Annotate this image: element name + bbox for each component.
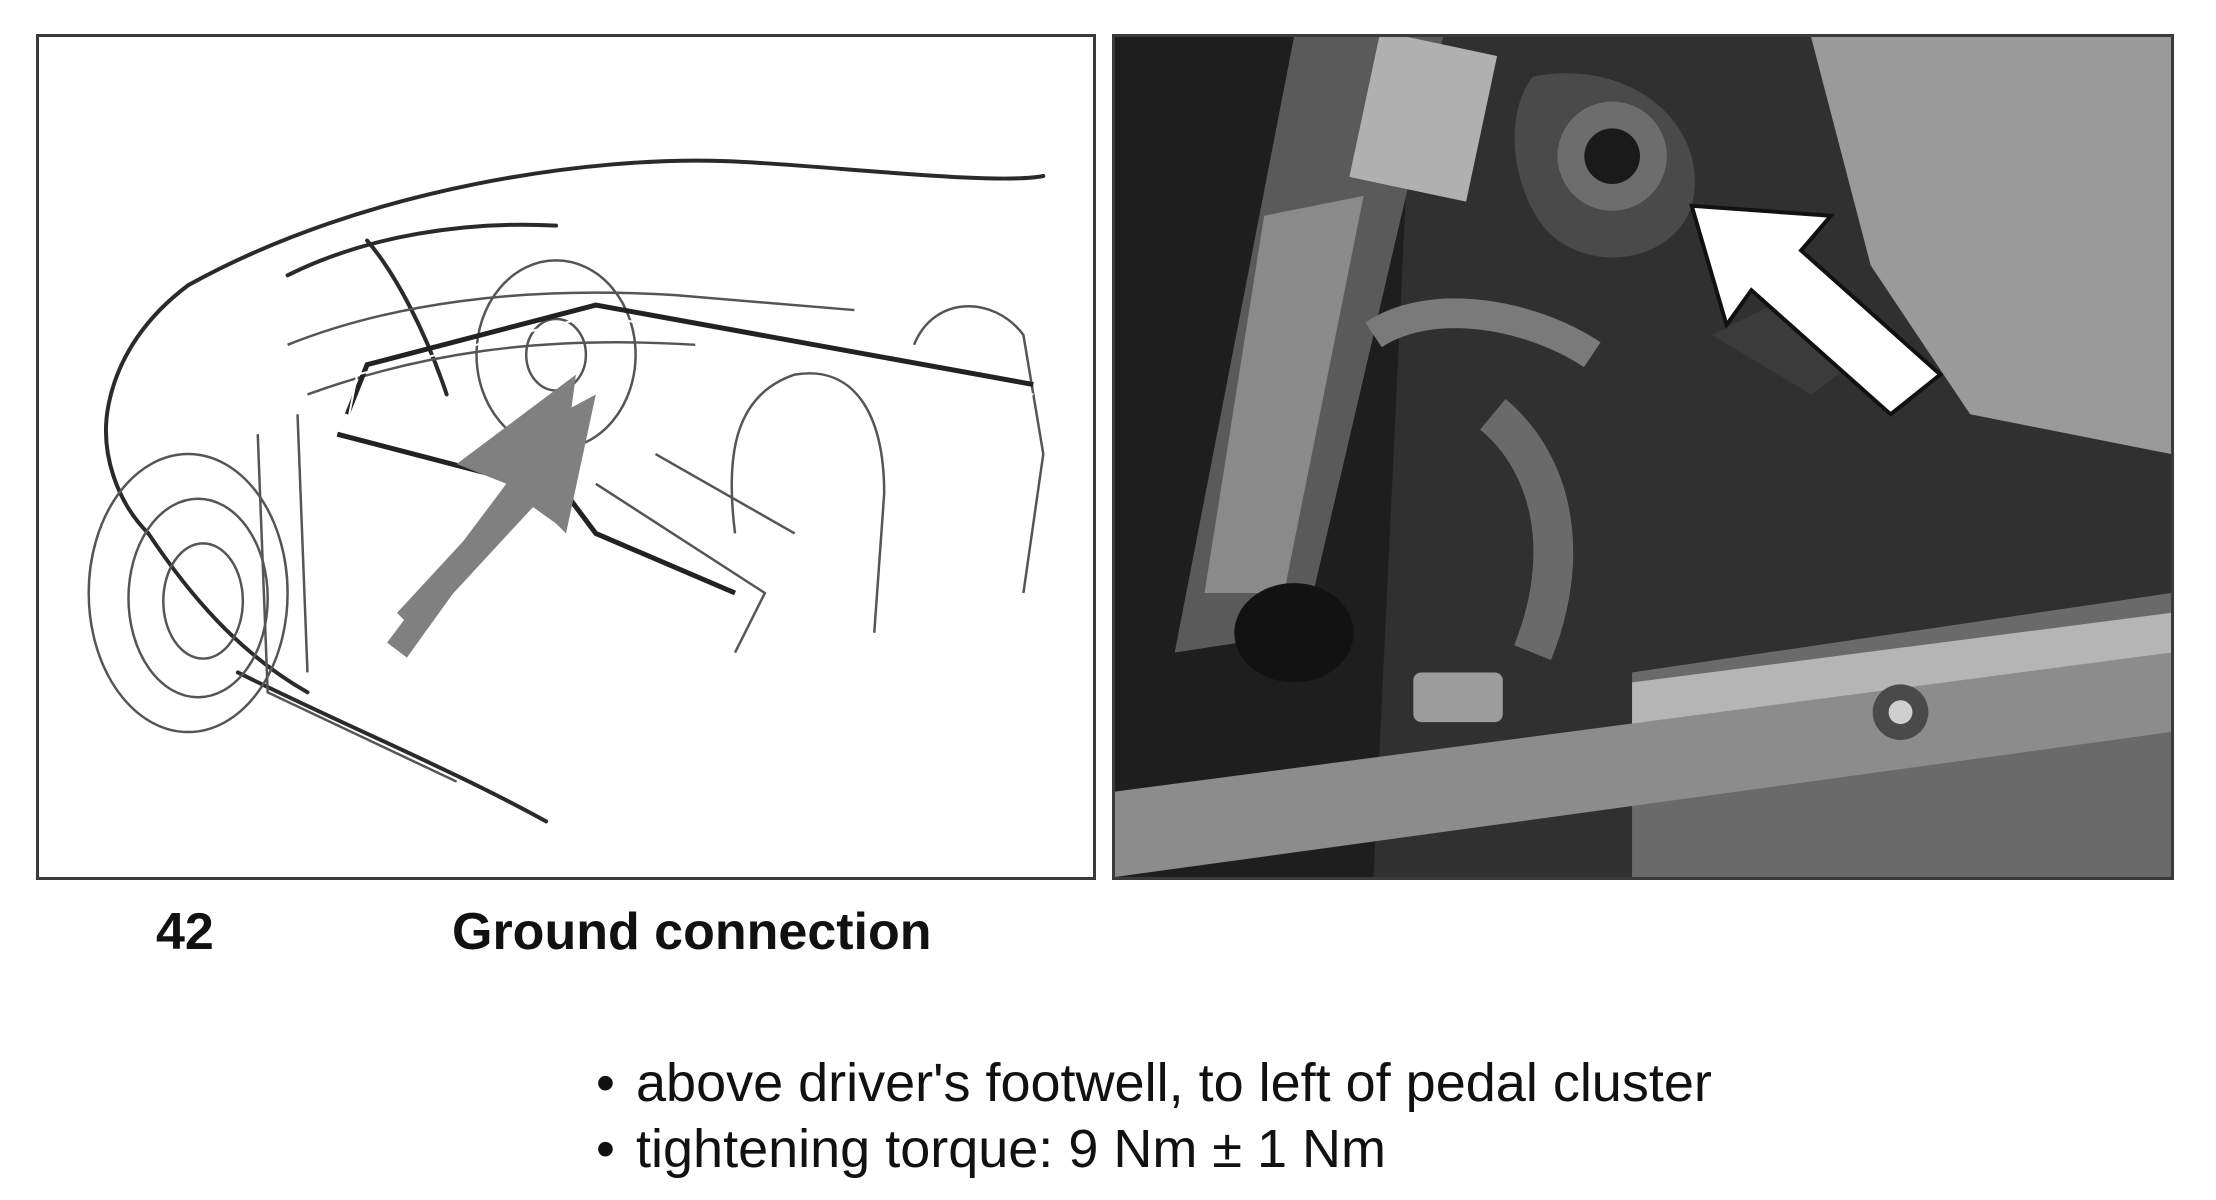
arrow-up-left-icon xyxy=(1689,203,1944,417)
list-item: above driver's footwell, to left of peda… xyxy=(596,1050,1712,1116)
figure-number: 42 xyxy=(156,903,214,961)
figure-title: Ground connection xyxy=(452,903,932,961)
car-interior-illustration xyxy=(36,34,1096,880)
arrow-up-right-icon xyxy=(387,374,596,658)
footwell-photo-image xyxy=(1115,37,2171,877)
notes-list: above driver's footwell, to left of peda… xyxy=(596,1050,1712,1182)
car-line-drawing xyxy=(87,158,1046,824)
list-item: tightening torque: 9 Nm ± 1 Nm xyxy=(596,1116,1712,1182)
footwell-photo xyxy=(1112,34,2174,880)
